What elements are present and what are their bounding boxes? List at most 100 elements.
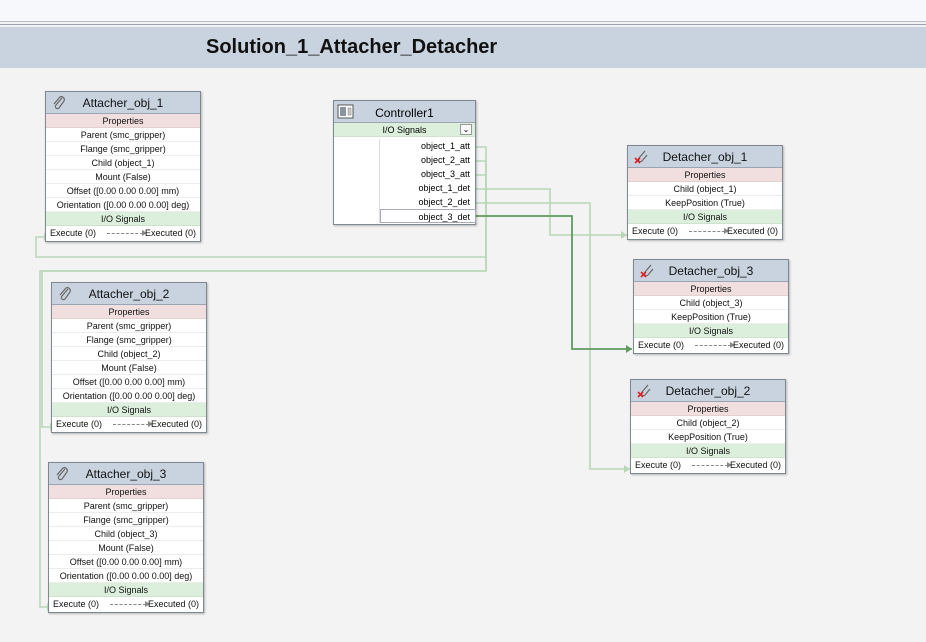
property-row[interactable]: Flange (smc_gripper) <box>49 513 203 527</box>
execute-input[interactable]: Execute (0) <box>50 228 97 238</box>
component-header[interactable]: Detacher_obj_1 <box>628 146 782 168</box>
detacher-obj-1-node[interactable]: Detacher_obj_1 Properties Child (object_… <box>627 145 783 240</box>
property-row[interactable]: KeepPosition (True) <box>628 196 782 210</box>
io-signals-section[interactable]: I/O Signals <box>634 324 788 338</box>
component-header[interactable]: Attacher_obj_2 <box>52 283 206 305</box>
io-signals-section[interactable]: I/O Signals <box>628 210 782 224</box>
controller-io-header[interactable]: I/O Signals ⌄ <box>334 123 475 137</box>
component-title: Attacher_obj_1 <box>82 96 164 110</box>
page-title: Solution_1_Attacher_Detacher <box>206 36 498 58</box>
property-row[interactable]: Orientation ([0.00 0.00 0.00] deg) <box>46 198 200 212</box>
component-header[interactable]: Detacher_obj_3 <box>634 260 788 282</box>
signal-output[interactable]: object_2_det <box>418 197 470 207</box>
properties-section[interactable]: Properties <box>628 168 782 182</box>
component-header[interactable]: Detacher_obj_2 <box>631 380 785 402</box>
controller-title: Controller1 <box>375 106 434 120</box>
wire-object-1-det <box>476 188 627 236</box>
signal-row: Execute (0) Executed (0) <box>46 226 200 241</box>
properties-section[interactable]: Properties <box>631 402 785 416</box>
io-signals-section[interactable]: I/O Signals <box>49 583 203 597</box>
property-row[interactable]: Parent (smc_gripper) <box>46 128 200 142</box>
wire-object-3-det <box>476 215 632 350</box>
property-row[interactable]: Child (object_2) <box>631 416 785 430</box>
io-signals-section[interactable]: I/O Signals <box>52 403 206 417</box>
wire-arrowhead <box>621 231 627 239</box>
execute-input[interactable]: Execute (0) <box>638 340 685 350</box>
station-logic-header: Solution_1_Attacher_Detacher <box>0 27 926 68</box>
dashed-arrow-icon <box>107 230 147 236</box>
property-row[interactable]: Offset ([0.00 0.00 0.00] mm) <box>52 375 206 389</box>
executed-output[interactable]: Executed (0) <box>144 228 196 238</box>
property-row[interactable]: Mount (False) <box>49 541 203 555</box>
component-title: Detacher_obj_2 <box>665 384 751 398</box>
property-row[interactable]: Offset ([0.00 0.00 0.00] mm) <box>49 555 203 569</box>
wire-arrowhead <box>626 345 632 353</box>
property-row[interactable]: Mount (False) <box>52 361 206 375</box>
signal-output[interactable]: object_1_det <box>418 183 470 193</box>
property-row[interactable]: Child (object_3) <box>634 296 788 310</box>
component-header[interactable]: Attacher_obj_3 <box>49 463 203 485</box>
property-row[interactable]: Parent (smc_gripper) <box>49 499 203 513</box>
dashed-arrow-icon <box>692 462 732 468</box>
signal-output[interactable]: object_3_att <box>420 169 470 179</box>
io-signals-label: I/O Signals <box>382 125 427 135</box>
signal-row: Execute (0) Executed (0) <box>631 458 785 473</box>
dashed-arrow-icon <box>110 601 150 607</box>
io-signals-section[interactable]: I/O Signals <box>631 444 785 458</box>
io-signals-section[interactable]: I/O Signals <box>46 212 200 226</box>
controller-header[interactable]: Controller1 <box>334 101 475 123</box>
properties-section[interactable]: Properties <box>49 485 203 499</box>
property-row[interactable]: Parent (smc_gripper) <box>52 319 206 333</box>
properties-section[interactable]: Properties <box>634 282 788 296</box>
attacher-obj-2-node[interactable]: Attacher_obj_2 Properties Parent (smc_gr… <box>51 282 207 433</box>
wire-object-2-det <box>476 202 630 470</box>
property-row[interactable]: Mount (False) <box>46 170 200 184</box>
property-row[interactable]: Child (object_1) <box>46 156 200 170</box>
properties-section[interactable]: Properties <box>52 305 206 319</box>
executed-output[interactable]: Executed (0) <box>729 460 781 470</box>
execute-input[interactable]: Execute (0) <box>632 226 679 236</box>
wire-object-3-att <box>39 174 487 608</box>
signal-row: Execute (0) Executed (0) <box>49 597 203 612</box>
signal-output[interactable]: object_1_att <box>420 141 470 151</box>
executed-output[interactable]: Executed (0) <box>147 599 199 609</box>
attacher-obj-3-node[interactable]: Attacher_obj_3 Properties Parent (smc_gr… <box>48 462 204 613</box>
paperclip-icon <box>59 287 71 301</box>
dashed-arrow-icon <box>695 342 735 348</box>
chevron-down-icon[interactable]: ⌄ <box>460 124 472 135</box>
signal-row: Execute (0) Executed (0) <box>52 417 206 432</box>
property-row[interactable]: Orientation ([0.00 0.00 0.00] deg) <box>52 389 206 403</box>
attacher-obj-1-node[interactable]: Attacher_obj_1 Properties Parent (smc_gr… <box>45 91 201 242</box>
detach-icon <box>640 264 654 278</box>
property-row[interactable]: Flange (smc_gripper) <box>46 142 200 156</box>
execute-input[interactable]: Execute (0) <box>56 419 103 429</box>
component-title: Attacher_obj_3 <box>85 467 167 481</box>
component-header[interactable]: Attacher_obj_1 <box>46 92 200 114</box>
properties-section[interactable]: Properties <box>46 114 200 128</box>
wire-object-1-att <box>35 146 487 258</box>
signal-output[interactable]: object_3_det <box>380 209 476 223</box>
execute-input[interactable]: Execute (0) <box>635 460 682 470</box>
property-row[interactable]: Orientation ([0.00 0.00 0.00] deg) <box>49 569 203 583</box>
executed-output[interactable]: Executed (0) <box>150 419 202 429</box>
property-row[interactable]: Flange (smc_gripper) <box>52 333 206 347</box>
property-row[interactable]: Child (object_1) <box>628 182 782 196</box>
detacher-obj-2-node[interactable]: Detacher_obj_2 Properties Child (object_… <box>630 379 786 474</box>
property-row[interactable]: Offset ([0.00 0.00 0.00] mm) <box>46 184 200 198</box>
wire-arrowhead <box>624 465 630 473</box>
component-title: Detacher_obj_1 <box>662 150 748 164</box>
executed-output[interactable]: Executed (0) <box>732 340 784 350</box>
property-row[interactable]: Child (object_2) <box>52 347 206 361</box>
property-row[interactable]: KeepPosition (True) <box>631 430 785 444</box>
executed-output[interactable]: Executed (0) <box>726 226 778 236</box>
component-title: Attacher_obj_2 <box>88 287 170 301</box>
paperclip-icon <box>53 96 65 110</box>
controller-node[interactable]: Controller1 I/O Signals ⌄ object_1_att o… <box>333 100 476 225</box>
execute-input[interactable]: Execute (0) <box>53 599 100 609</box>
divider <box>0 24 926 25</box>
signal-output[interactable]: object_2_att <box>420 155 470 165</box>
property-row[interactable]: Child (object_3) <box>49 527 203 541</box>
property-row[interactable]: KeepPosition (True) <box>634 310 788 324</box>
detacher-obj-3-node[interactable]: Detacher_obj_3 Properties Child (object_… <box>633 259 789 354</box>
